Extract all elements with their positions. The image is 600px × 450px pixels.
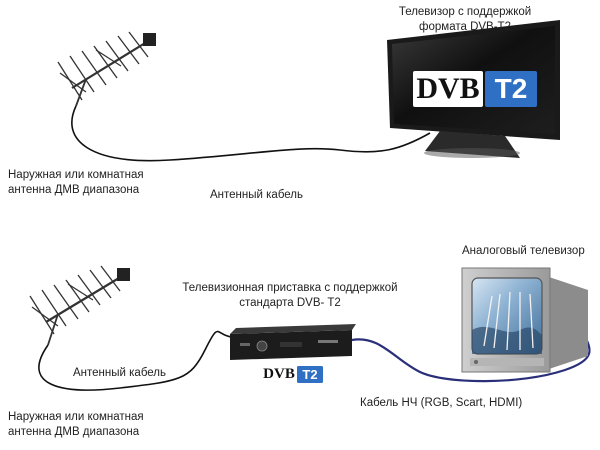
stb-caption-line1: Телевизионная приставка с поддержкой: [182, 282, 398, 294]
top-antenna-caption-line1: Наружная или комнатная: [8, 169, 144, 181]
top-tv-caption-line1: Телевизор с поддержкой: [398, 6, 532, 18]
top-antenna-icon: [57, 31, 156, 107]
bottom-antenna-caption-line1: Наружная или комнатная: [8, 411, 144, 423]
bottom-antenna-icon: [29, 265, 130, 346]
bottom-antenna-cable-caption: Антенный кабель: [73, 367, 166, 379]
top-cable-caption: Антенный кабель: [210, 189, 303, 201]
top-antenna-cable: [71, 105, 431, 162]
top-logo-dvb-text: DVB: [416, 72, 480, 105]
top-tv-caption-line2: формата DVB-T2: [419, 21, 511, 33]
stb-logo-t2-text: T2: [302, 367, 318, 382]
top-antenna-caption-line2: антенна ДМВ диапазона: [8, 184, 140, 196]
bottom-antenna-cable: [38, 330, 233, 391]
analog-crt-tv-icon: [461, 267, 588, 373]
top-logo-t2-text: T2: [494, 73, 528, 104]
av-cable-caption: Кабель НЧ (RGB, Scart, HDMI): [360, 397, 523, 409]
stb-logo-dvb-text: DVB: [263, 366, 295, 382]
top-dvb-t2-logo: [413, 71, 537, 107]
set-top-box-icon: [230, 324, 356, 360]
stb-dvb-t2-logo: [297, 366, 323, 383]
av-cable: [351, 311, 591, 383]
stb-caption-line2: стандарта DVB- T2: [239, 297, 341, 309]
analog-tv-caption: Аналоговый телевизор: [462, 245, 585, 257]
bottom-antenna-caption-line2: антенна ДМВ диапазона: [8, 426, 140, 438]
